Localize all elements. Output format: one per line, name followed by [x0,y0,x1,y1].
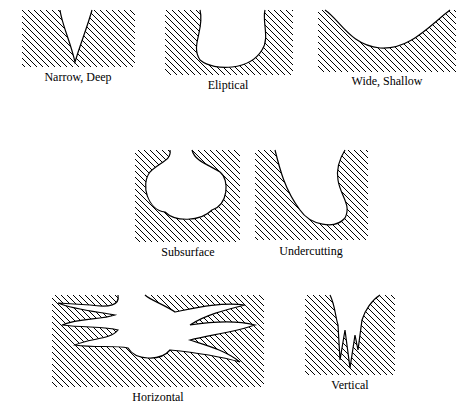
pit-type-label: Vertical [331,378,368,392]
pit-type-label: Narrow, Deep [44,70,111,84]
pit-type-label: Eliptical [208,78,249,92]
undercutting-pit [255,150,368,240]
subsurface-pit [135,150,240,242]
elliptical-pit [165,10,293,75]
pit-type-label: Undercutting [279,244,342,258]
vertical-pit [305,295,395,375]
horizontal-pit [52,295,264,387]
narrow-deep-pit [22,10,135,67]
pit-type-label: Horizontal [132,390,183,404]
pit-type-label: Subsurface [161,245,214,259]
wide-shallow-pit [318,10,456,72]
pit-type-label: Wide, Shallow [352,74,423,88]
